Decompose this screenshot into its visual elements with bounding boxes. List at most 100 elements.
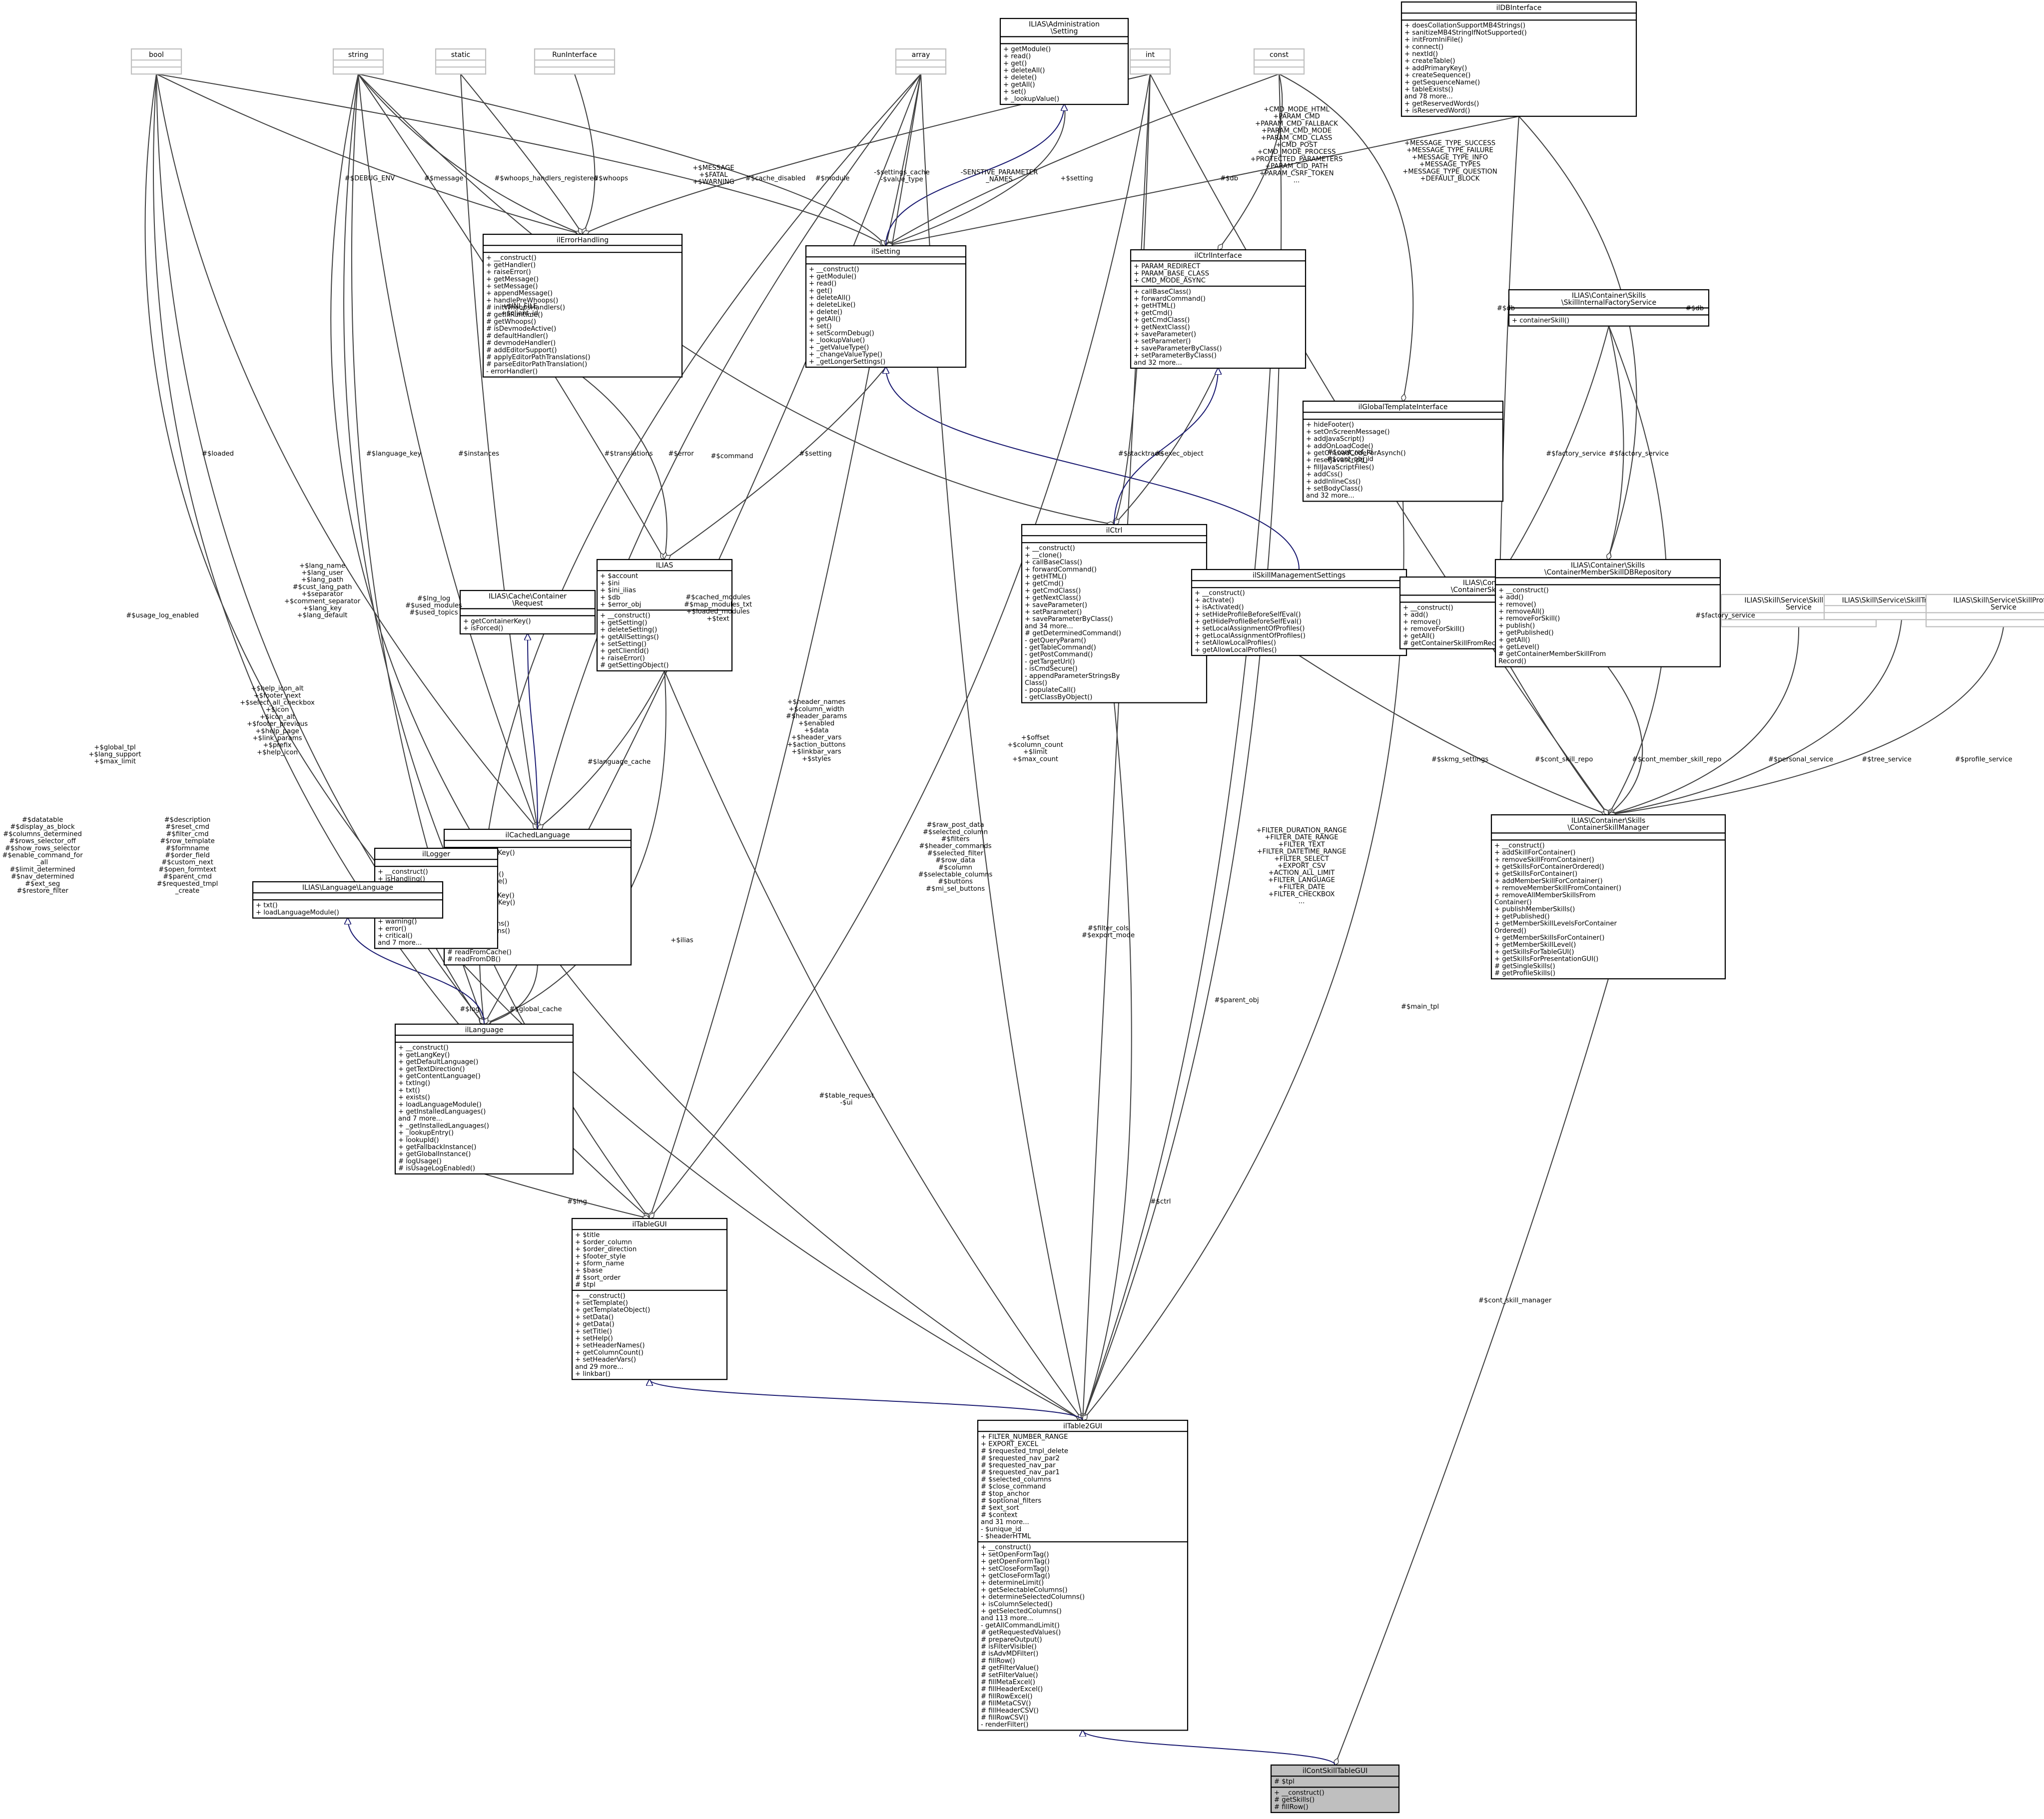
relation-label-line: #$error: [668, 450, 694, 458]
class-box-ildbinterface[interactable]: ilDBInterface+ doesCollationSupportMB4St…: [1400, 1, 1637, 117]
class-box-ilskillmanagementsettings[interactable]: ilSkillManagementSettings+ __construct()…: [1191, 569, 1407, 656]
relation-label-e45: #$cont_member_skill_repo: [1632, 756, 1722, 763]
relation-label-line: #$header_params: [786, 713, 847, 720]
association-edge-e27: [460, 74, 538, 829]
class-method: + getAllSettings(): [600, 633, 659, 641]
class-method: + setOnScreenMessage(): [1306, 428, 1390, 436]
class-box-ilglobaltemplateinterface[interactable]: ilGlobalTemplateInterface+ hideFooter()+…: [1302, 400, 1504, 502]
association-edge-e19: [358, 73, 1114, 525]
relation-label-line: #$raw_post_data: [926, 821, 984, 829]
relation-label-line: #$show_rows_selector: [5, 845, 80, 852]
class-method: + determineLimit(): [981, 1579, 1044, 1587]
relation-label-line: #$cont_skill_repo: [1535, 756, 1593, 763]
class-name: \Setting: [1051, 27, 1078, 35]
class-box-ilctrl[interactable]: ilCtrl+ __construct()+ __clone()+ callBa…: [1021, 524, 1208, 703]
relation-label-e58: #$filter_cols#$export_mode: [1082, 925, 1135, 939]
relation-label-line: #$message: [424, 175, 464, 182]
class-box-runinterface[interactable]: RunInterface: [534, 48, 616, 75]
class-box-skillfactory[interactable]: ILIAS\Container\Skills\SkillInternalFact…: [1508, 289, 1710, 327]
relation-label-line: #$buttons: [938, 878, 973, 886]
class-box-memberskilldbrepo[interactable]: ILIAS\Container\Skills\ContainerMemberSk…: [1494, 559, 1721, 667]
class-box-static[interactable]: static: [435, 48, 487, 75]
class-method: + txtlng(): [398, 1080, 430, 1087]
class-method: + _changeValueType(): [809, 351, 882, 359]
class-method: # prepareOutput(): [981, 1636, 1042, 1644]
class-method: Ordered(): [1494, 927, 1526, 935]
class-box-string[interactable]: string: [332, 48, 384, 75]
class-box-ilcontskilltablegui[interactable]: ilContSkillTableGUI# $tpl+ __construct()…: [1270, 1764, 1400, 1814]
relation-label-line: +$client_id: [501, 310, 538, 317]
class-box-array[interactable]: array: [895, 48, 947, 75]
class-box-iltable2gui[interactable]: ilTable2GUI+ FILTER_NUMBER_RANGE+ EXPORT…: [977, 1419, 1189, 1731]
class-box-adminsetting[interactable]: ILIAS\Administration\Setting+ getModule(…: [999, 17, 1129, 105]
class-method: + isForced(): [463, 625, 503, 632]
relation-label-line: #$table_request: [819, 1092, 874, 1100]
class-box-skillmanager[interactable]: ILIAS\Container\Skills\ContainerSkillMan…: [1490, 814, 1726, 980]
class-method: + _getInstalledLanguages(): [398, 1122, 489, 1130]
association-edge-e13: [1218, 73, 1283, 250]
relation-label-e43: #$skmg_settings: [1431, 756, 1488, 763]
relation-label-line: #$main_tpl: [1401, 1003, 1439, 1011]
class-frame: [1400, 1, 1637, 117]
class-method: + __construct(): [1498, 587, 1549, 594]
class-method: + isHandling(): [378, 875, 425, 883]
class-name: ILIAS\Language\Language: [302, 884, 393, 892]
class-attribute: + EXPORT_EXCEL: [981, 1440, 1039, 1448]
class-method: # fillRow(): [1274, 1804, 1309, 1811]
relation-label-line: #$db: [1686, 305, 1704, 312]
class-box-iltablegui[interactable]: ilTableGUI+ $title+ $order_column+ $orde…: [571, 1217, 728, 1380]
class-attribute: + $ini: [600, 580, 620, 587]
class-box-ilias[interactable]: ILIAS+ $account+ $ini+ $ini_ilias+ $db+ …: [596, 559, 733, 671]
class-method: + removeAllMemberSkillsFrom: [1494, 892, 1595, 899]
association-edge-e18: [1114, 74, 1151, 525]
relation-label-line: #$log: [460, 1006, 480, 1013]
relation-label-line: #$datatable: [22, 816, 63, 824]
class-method: + __construct(): [1403, 604, 1453, 611]
relation-label-e1: #$DEBUG_ENV: [345, 175, 395, 182]
class-method: - getTableCommand(): [1025, 644, 1096, 651]
class-name: ilSkillManagementSettings: [1253, 572, 1346, 580]
class-attribute: # $top_anchor: [981, 1490, 1030, 1498]
relation-label-e49: +$help_icon_alt+$footer_next+$select_all…: [240, 685, 315, 756]
class-box-int[interactable]: int: [1129, 48, 1171, 75]
class-method: - populateCall(): [1025, 686, 1076, 694]
class-method: + getFallbackInstance(): [398, 1144, 476, 1151]
class-method: + setParameterByClass(): [1134, 352, 1217, 360]
class-method: + nextId(): [1404, 50, 1438, 58]
association-edge-e59: [1083, 702, 1132, 1420]
class-method: + setHideProfileBeforeSelfEval(): [1195, 611, 1301, 618]
class-method: + removeForSkill(): [1498, 615, 1560, 622]
class-method: + containerSkill(): [1512, 317, 1569, 324]
class-method: + removeSkillFromContainer(): [1494, 856, 1594, 864]
class-method: # fillRowCSV(): [981, 1714, 1028, 1722]
relation-label-e56: #$raw_post_data#$selected_column#$filter…: [918, 821, 993, 893]
relation-label-e37: +$ilias: [671, 937, 693, 944]
class-box-ilerrorhandling[interactable]: ilErrorHandling+ __construct()+ getHandl…: [482, 233, 683, 378]
relation-label-line: #$row_template: [160, 838, 215, 845]
relation-label-line: +$offset: [1021, 734, 1050, 742]
class-method: - appendParameterStringsBy: [1025, 672, 1120, 680]
class-box-ilctrlinterface[interactable]: ilCtrlInterface+ PARAM_REDIRECT+ PARAM_B…: [1130, 249, 1307, 369]
class-attribute: + $order_column: [575, 1238, 632, 1246]
class-method: + getCmdClass(): [1025, 587, 1081, 595]
class-name: ILIAS\Administration: [1029, 20, 1100, 28]
class-name: \ContainerMemberSkillDBRepository: [1544, 569, 1671, 577]
class-box-bool[interactable]: bool: [130, 48, 182, 75]
association-edge-e16: [582, 376, 667, 560]
class-method: + setAllowLocalProfiles(): [1195, 639, 1276, 647]
class-box-const[interactable]: const: [1253, 48, 1305, 75]
relation-label-line: +$text: [706, 615, 729, 622]
class-box-cacherequest[interactable]: ILIAS\Cache\Container\Request+ getContai…: [459, 590, 596, 634]
class-name: ilCtrlInterface: [1194, 252, 1242, 260]
association-edge-e53: [484, 1173, 650, 1218]
class-method: + getPublished(): [1494, 913, 1550, 920]
relation-label-line: +$styles: [802, 755, 831, 763]
class-attribute: # $ext_sort: [981, 1504, 1019, 1512]
association-edge-e23: [1500, 116, 1519, 577]
relation-label-line: #$columns_determined: [3, 830, 82, 838]
class-box-ilsetting[interactable]: ilSetting+ __construct()+ getModule()+ r…: [805, 245, 967, 368]
class-box-languagelanguage[interactable]: ILIAS\Language\Language+ txt()+ loadLang…: [252, 881, 444, 919]
class-box-illanguage[interactable]: ilLanguage+ __construct()+ getLangKey()+…: [394, 1023, 574, 1175]
association-edge-e26: [1608, 326, 1624, 560]
